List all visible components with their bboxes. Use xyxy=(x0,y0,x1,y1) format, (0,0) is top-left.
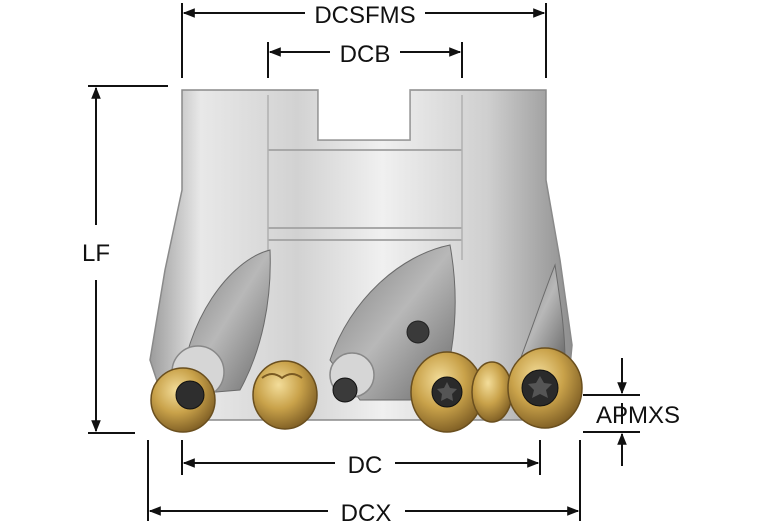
chip-flute-right xyxy=(519,263,566,361)
insert-left xyxy=(252,360,318,430)
insert-right xyxy=(507,347,583,429)
insert-screw-far-left xyxy=(175,380,205,410)
keyway-slot xyxy=(318,90,410,140)
insert-center-left xyxy=(332,377,358,403)
dimension-labels: DCSFMS DCB LF APMXS DC DCX xyxy=(82,2,680,523)
insert-far-left xyxy=(150,367,216,433)
label-dcb: DCB xyxy=(340,41,391,68)
insert-center-right xyxy=(471,361,513,423)
keyway-edge xyxy=(317,90,411,141)
dimension-lines xyxy=(88,3,640,521)
coolant-hole xyxy=(406,320,430,344)
cutter-body xyxy=(149,89,573,421)
label-apmxs: APMXS xyxy=(596,402,680,429)
label-lf: LF xyxy=(82,240,110,267)
label-dcsfms: DCSFMS xyxy=(314,2,415,29)
label-dcx: DCX xyxy=(341,500,392,523)
insert-screw-center-left xyxy=(332,377,358,403)
insert-center xyxy=(410,351,484,433)
cutting-inserts xyxy=(150,347,583,433)
label-dc: DC xyxy=(348,452,383,479)
